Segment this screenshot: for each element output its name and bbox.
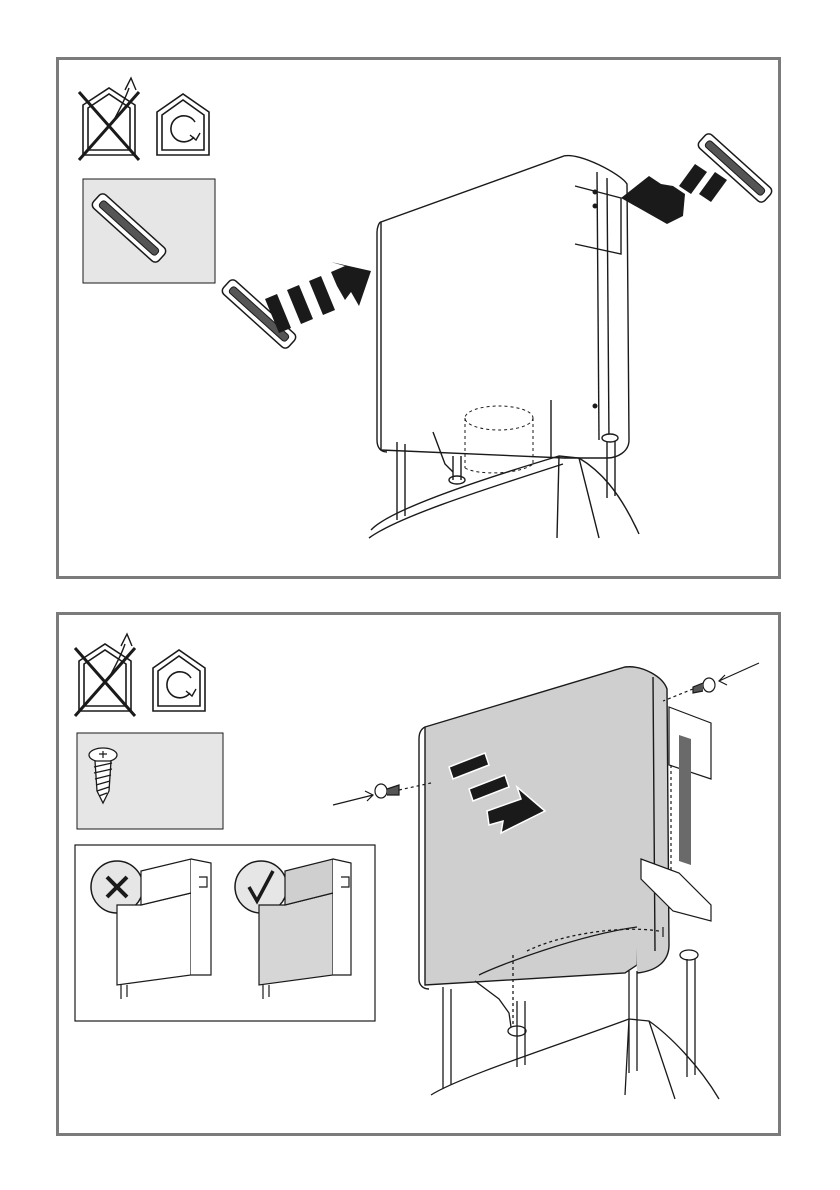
hood-canopy <box>377 156 629 458</box>
left-gasket <box>220 278 297 350</box>
step-1-panel <box>56 57 781 579</box>
left-screw <box>333 783 431 805</box>
step-1-illustration <box>59 60 778 576</box>
step-2-panel <box>56 612 781 1136</box>
front-cover <box>419 667 669 989</box>
recirculation-mode-icon <box>157 94 209 155</box>
right-screw <box>663 663 759 701</box>
ducted-mode-crossed-icon <box>79 78 139 160</box>
insert-arrow-left <box>265 262 371 333</box>
step-2-illustration <box>59 615 778 1133</box>
insert-arrow-right <box>621 164 727 224</box>
ducted-mode-crossed-icon <box>75 634 135 716</box>
recirculation-mode-icon <box>153 650 205 711</box>
